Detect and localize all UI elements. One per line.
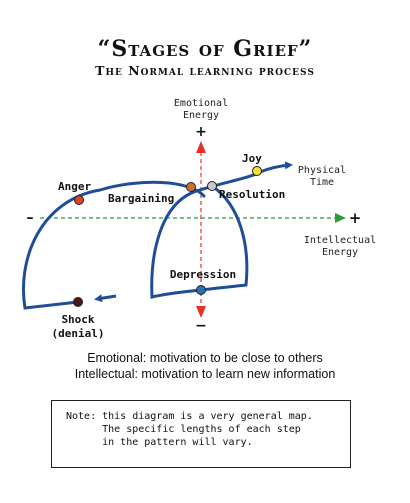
note-box: Note: this diagram is a very general map… [51,400,351,468]
note-line-1: Note: this diagram is a very general map… [66,411,313,422]
intellectual-minus-sign: – [27,210,34,226]
note-line-2: The specific lengths of each step [66,424,301,435]
shock-incoming-arrow [94,294,117,303]
intellectual-axis-label-2: Energy [322,247,358,258]
physical-time-label: Physical [298,165,346,176]
intellectual-axis-arrowhead [335,213,346,223]
diagram-subtitle: The Normal learning process [95,63,315,78]
shock-label-2: (denial) [52,327,105,340]
resolution-label: Resolution [219,188,285,201]
grief-curve-left-arch [21,180,206,310]
emotional-axis-label-2: Energy [183,110,219,121]
bargaining-dot [186,182,196,192]
emotional-plus-sign: + [195,124,207,140]
depression-label: Depression [170,268,236,281]
joy-dot [252,166,262,176]
shock-label: Shock [61,313,94,326]
emotional-description: Emotional: motivation to be close to oth… [87,351,323,365]
diagram-title: “Stages of Grief” [97,36,313,62]
bargaining-label: Bargaining [108,192,174,205]
joy-label: Joy [242,152,262,165]
intellectual-axis-label: Intellectual [304,235,376,246]
resolution-dot [207,181,217,191]
emotional-axis-label: Emotional [174,98,228,109]
grief-curve-end-arrow [259,161,293,174]
depression-dot [196,285,206,295]
grief-curve-depression-segment [199,184,249,292]
emotional-minus-sign: − [195,318,207,334]
intellectual-plus-sign: + [349,209,362,227]
intellectual-description: Intellectual: motivation to learn new in… [74,367,336,381]
anger-label: Anger [58,180,91,193]
anger-dot [74,195,84,205]
note-line-3: in the pattern will vary. [66,437,253,448]
emotional-axis-down-arrowhead [196,306,206,318]
shock-dot [73,297,83,307]
physical-time-label-2: Time [310,177,334,188]
grief-curve-right-arch [150,170,262,299]
emotional-axis-up-arrowhead [196,141,206,153]
